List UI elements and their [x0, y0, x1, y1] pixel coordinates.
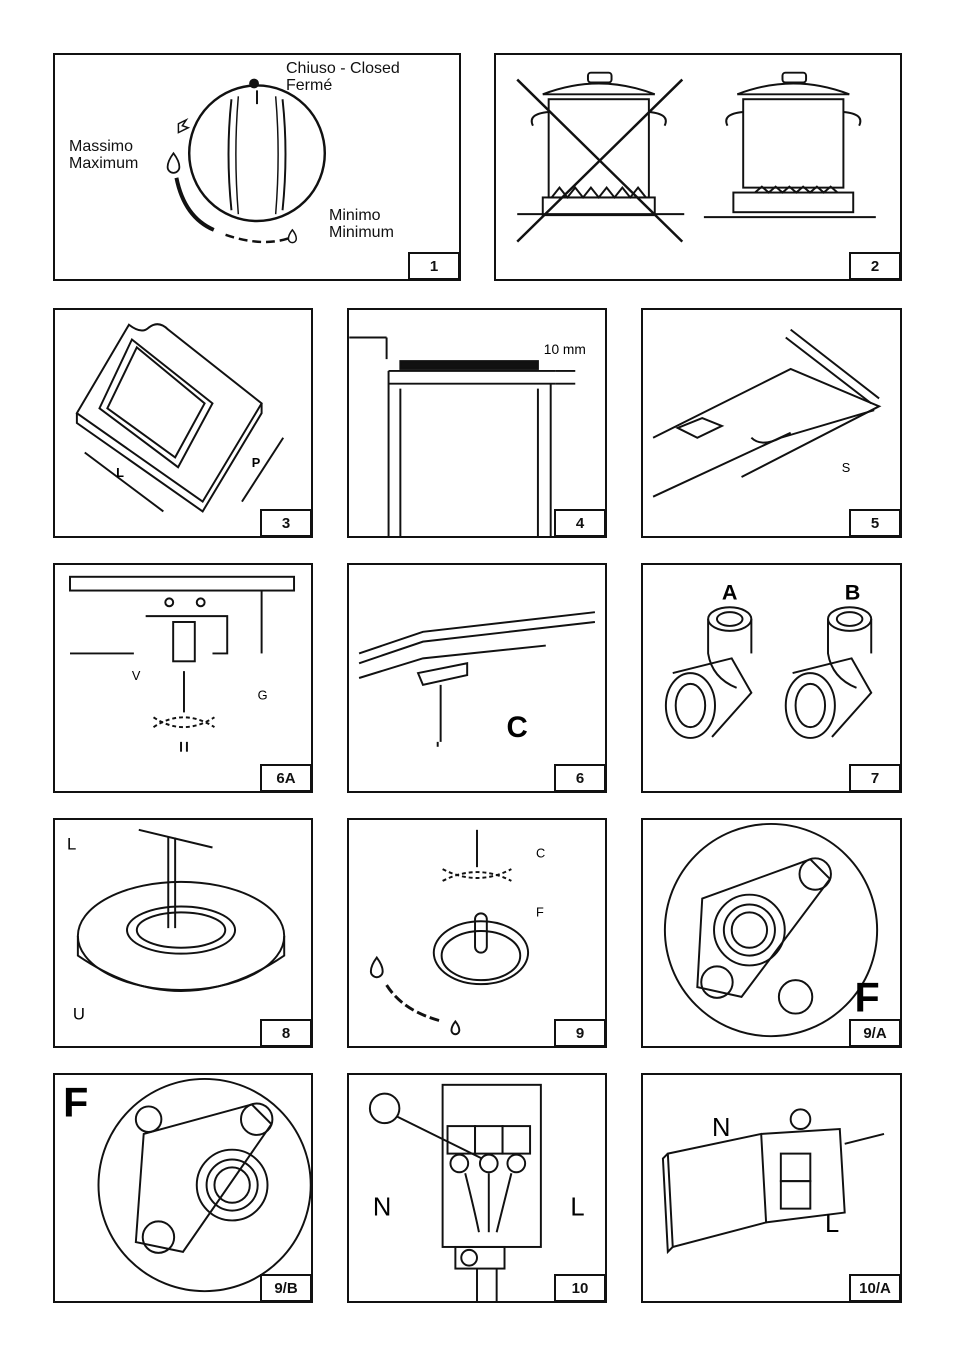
figure-number: 1: [408, 252, 459, 279]
nozzle-u-label: U: [73, 1004, 85, 1023]
elbows-drawing: A B: [664, 579, 873, 739]
figure-7-elbows: A B 7: [641, 563, 902, 793]
figure-10-terminal-block: N L 10: [347, 1073, 607, 1303]
dimension-l-label: L: [116, 465, 124, 480]
flame-max-icon: [166, 151, 181, 174]
figure-4-section: 10 mm 4: [347, 308, 607, 538]
knob-drawing: [166, 78, 327, 244]
neutral-n-label: N: [373, 1194, 391, 1222]
neutral-n-label: N: [712, 1114, 730, 1142]
figure-8-burner: L U 8: [53, 818, 313, 1048]
figure-6-fixing: C 6: [347, 563, 607, 793]
key-l-label: L: [67, 834, 76, 853]
fixing-drawing: C: [358, 611, 596, 747]
terminal-box-drawing: N L: [661, 1108, 885, 1255]
figure-number: 8: [260, 1019, 311, 1046]
bypass-f-label: F: [536, 904, 544, 919]
elbow-b-label: B: [845, 579, 861, 604]
figure-10a-terminal-box: N L 10/A: [641, 1073, 902, 1303]
bypass-f-label: F: [855, 975, 880, 1021]
figure-9a-tap-detail: F 9/A: [641, 818, 902, 1048]
seal-drawing: S: [652, 328, 882, 498]
tap-detail-a-drawing: F: [663, 822, 880, 1038]
figure-number: 9/A: [849, 1019, 900, 1046]
figure-6a-bracket: V G 6A: [53, 563, 313, 793]
figure-number: 9/B: [260, 1274, 311, 1301]
tap-detail-b-drawing: F: [63, 1077, 311, 1293]
figure-number: 5: [849, 509, 900, 536]
pots-drawing: [516, 71, 876, 243]
bracket-drawing: V G: [69, 575, 296, 752]
screw-v-label: V: [132, 668, 141, 683]
live-l-label: L: [570, 1194, 584, 1222]
seal-s-label: S: [842, 460, 851, 475]
section-drawing: 10 mm: [349, 336, 586, 536]
figure-9b-tap-detail: F 9/B: [53, 1073, 313, 1303]
figure-number: 10: [554, 1274, 605, 1301]
tap-drawing: C F: [369, 829, 545, 1036]
spark-icon: [177, 117, 191, 134]
figure-number: 9: [554, 1019, 605, 1046]
terminal-block-drawing: N L: [368, 1083, 585, 1301]
gap-dimension-label: 10 mm: [544, 342, 586, 357]
elbow-a-label: A: [722, 579, 738, 604]
figure-9-tap: C F 9: [347, 818, 607, 1048]
figure-3-cutout: L P 3: [53, 308, 313, 538]
figure-5-seal: S 5: [641, 308, 902, 538]
figure-2-pots: 2: [494, 53, 902, 281]
flame-min-icon: [287, 228, 298, 244]
figure-number: 6A: [260, 764, 311, 791]
figure-number: 3: [260, 509, 311, 536]
screwdriver-c-label: C: [536, 845, 545, 860]
live-l-label: L: [825, 1210, 839, 1238]
bypass-f-label: F: [63, 1079, 88, 1125]
burner-drawing: L U: [67, 828, 286, 1023]
figure-number: 4: [554, 509, 605, 536]
figure-number: 2: [849, 252, 900, 279]
clamp-c-label: C: [506, 711, 527, 744]
figure-number: 7: [849, 764, 900, 791]
dimension-p-label: P: [252, 455, 261, 470]
figure-number: 10/A: [849, 1274, 900, 1301]
bracket-g-label: G: [258, 688, 268, 703]
figure-number: 6: [554, 764, 605, 791]
cutout-drawing: L P: [75, 323, 285, 513]
